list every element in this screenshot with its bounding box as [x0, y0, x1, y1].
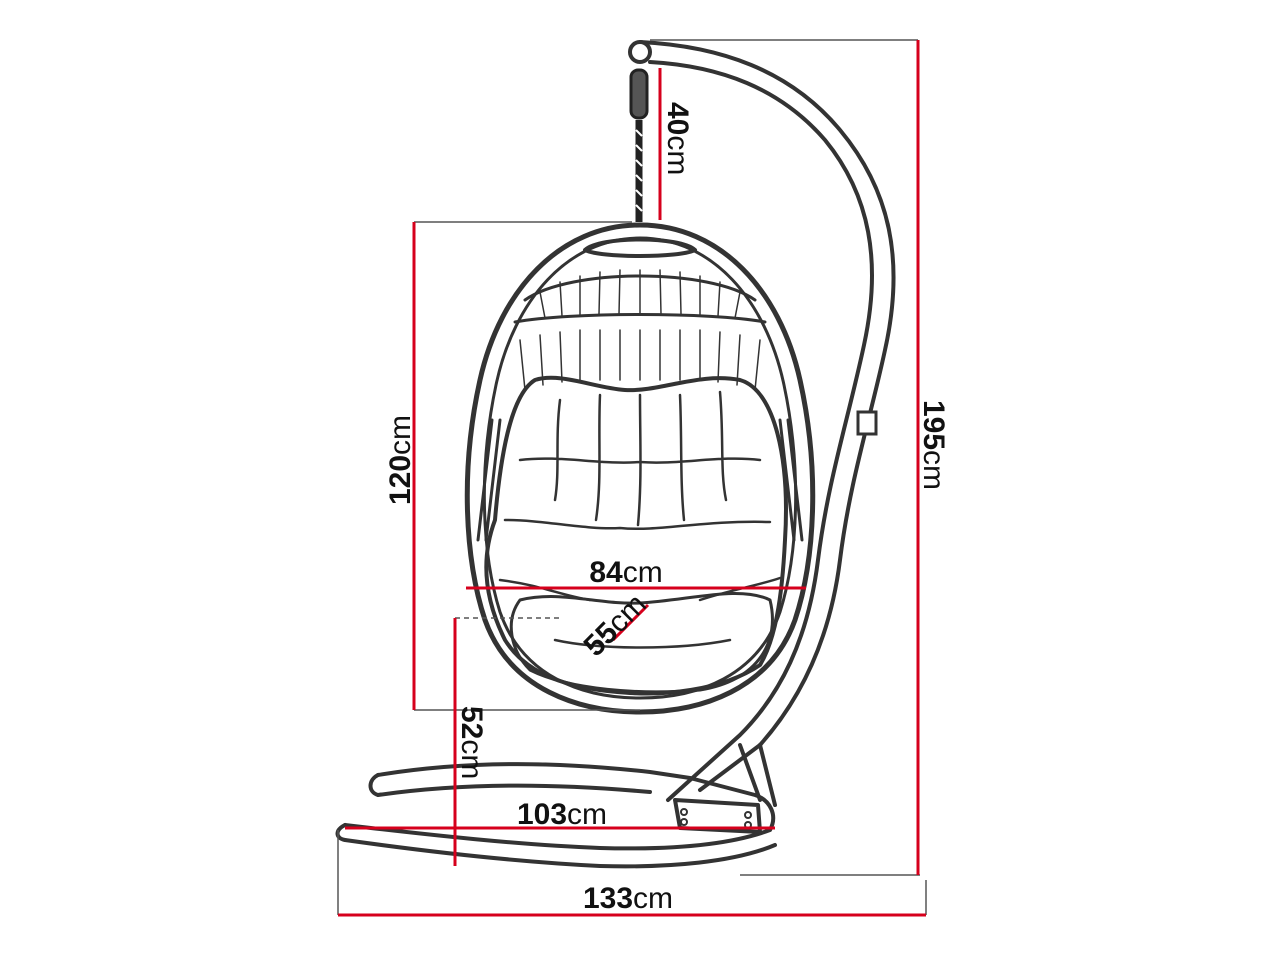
egg-inner-shell [482, 236, 798, 700]
seat-front-pad [509, 591, 774, 694]
label-chain-height: 40cm [661, 102, 694, 175]
label-base-inner: 103cm [517, 798, 607, 831]
egg-left-post [476, 418, 502, 542]
stand-frame [628, 40, 896, 807]
dim-line-seat-depth [611, 603, 650, 642]
chain-link-marks [635, 129, 643, 212]
base-rear-runner [376, 762, 692, 797]
hanging-chain [629, 68, 649, 222]
egg-chair [464, 222, 816, 715]
base-front-runner-inner [343, 838, 777, 869]
label-base-total: 133cm [583, 882, 673, 915]
label-egg-height: 120cm [384, 415, 417, 505]
base-bracket [673, 798, 762, 834]
egg-right-post [778, 418, 804, 542]
base-bolt-3 [744, 811, 752, 819]
base-front-runner [343, 776, 776, 851]
stand-arm-outer [638, 40, 896, 792]
base-bolt-2 [680, 818, 688, 826]
label-seat-height: 52cm [455, 706, 488, 779]
base-bolt-1 [680, 808, 688, 816]
stand-base [335, 762, 777, 869]
egg-top-opening [583, 237, 697, 258]
stand-top-cap [628, 40, 652, 64]
label-seat-width: 84cm [589, 556, 662, 589]
stand-brace [738, 743, 777, 807]
egg-outer-shell [464, 222, 816, 715]
stand-arm-inner [648, 60, 874, 802]
egg-top-weave [513, 269, 767, 391]
dimension-lines [338, 40, 926, 917]
seat-cushion [484, 375, 788, 696]
label-total-height: 195cm [917, 400, 950, 490]
stand-joint [856, 410, 878, 436]
chain-spring [629, 68, 649, 120]
guide-lines [337, 39, 927, 915]
base-rear-cap [368, 773, 380, 797]
